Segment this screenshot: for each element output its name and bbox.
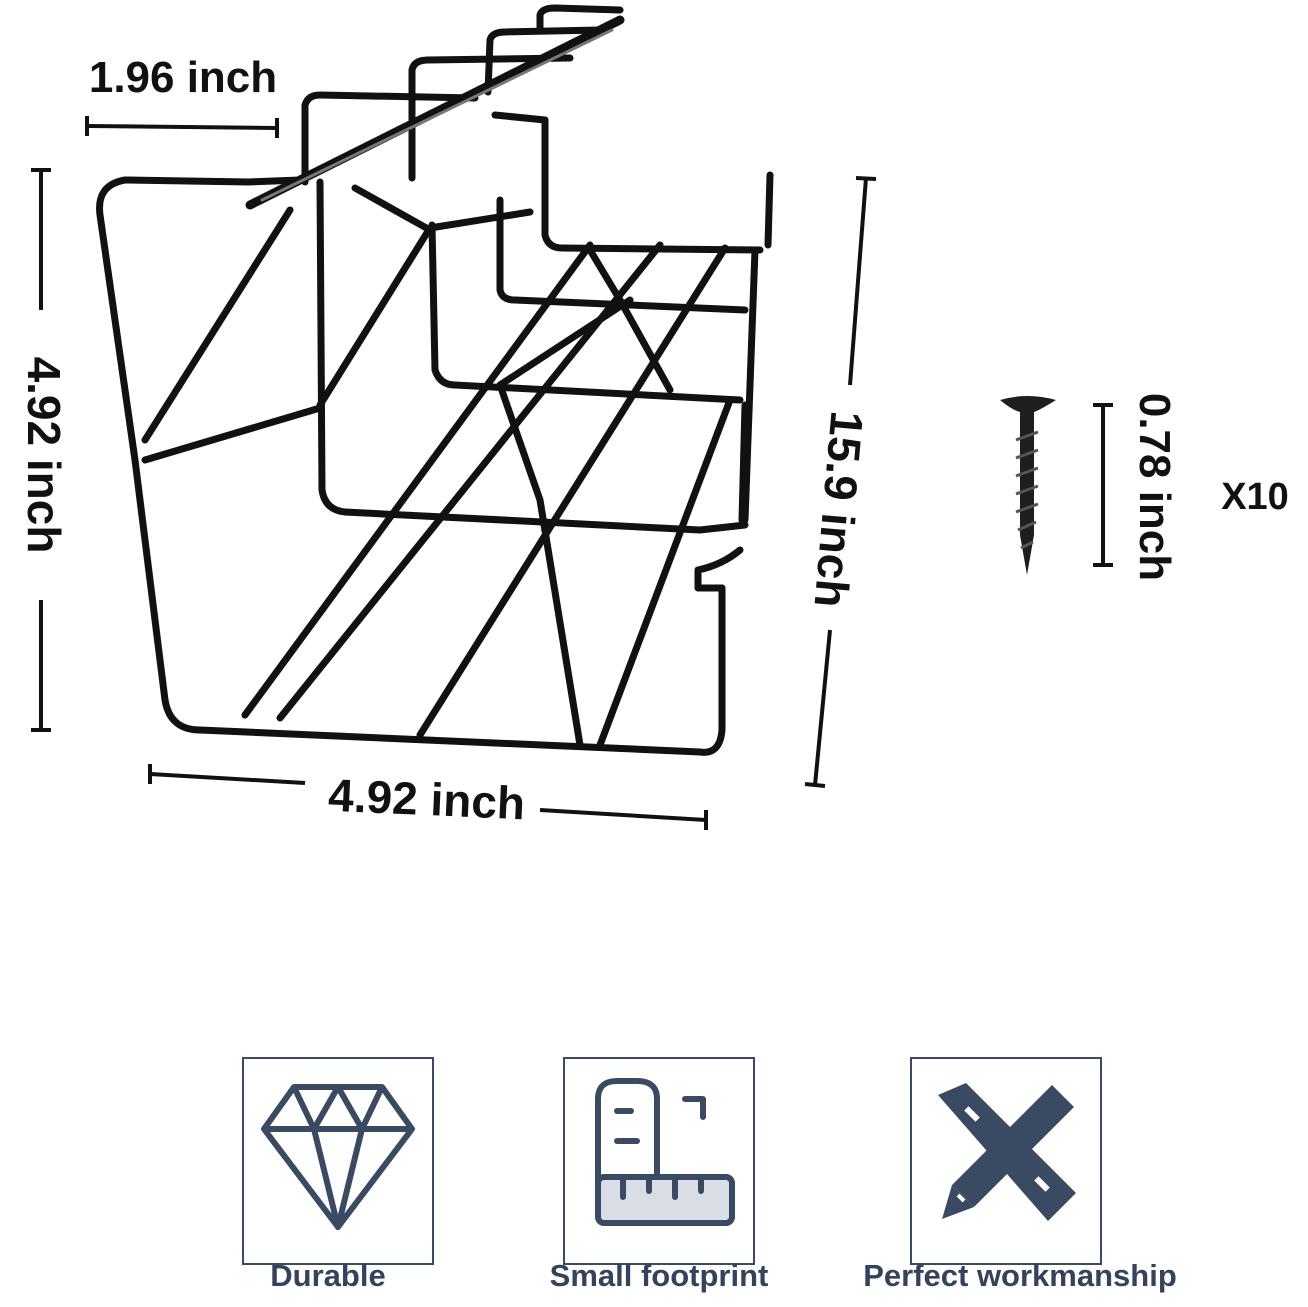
screw-length-label: 0.78 inch [1130, 393, 1179, 581]
feature-card-perfect-workmanship [910, 1057, 1102, 1265]
ruler-footprint-icon [595, 1078, 735, 1226]
product-dimension-diagram: 1.96 inch 4.92 inch 4.92 inch 15.9 inch [18, 4, 1289, 830]
feature-card-durable [242, 1057, 434, 1265]
length-label: 15.9 inch [804, 409, 873, 610]
top-depth-label: 1.96 inch [89, 53, 277, 102]
height-label: 4.92 inch [18, 357, 70, 554]
screw-quantity-label: X10 [1221, 476, 1289, 518]
dimension-screw-length: 0.78 inch [1093, 393, 1179, 581]
width-label: 4.92 inch [327, 769, 526, 830]
feature-card-small-footprint [563, 1057, 755, 1265]
wire-rack-illustration [96, 4, 774, 756]
dimension-width: 4.92 inch [148, 764, 708, 830]
screw-icon [1000, 396, 1056, 575]
dimension-height: 4.92 inch [18, 168, 70, 732]
feature-label-perfect-workmanship: Perfect workmanship [863, 1258, 1177, 1293]
diamond-icon [261, 1084, 415, 1230]
feature-label-small-footprint: Small footprint [549, 1258, 769, 1293]
pencil-ruler-icon [938, 1083, 1076, 1221]
dimension-length: 15.9 inch [804, 176, 877, 788]
dimension-top-depth: 1.96 inch [85, 53, 279, 138]
feature-label-durable: Durable [270, 1258, 386, 1293]
